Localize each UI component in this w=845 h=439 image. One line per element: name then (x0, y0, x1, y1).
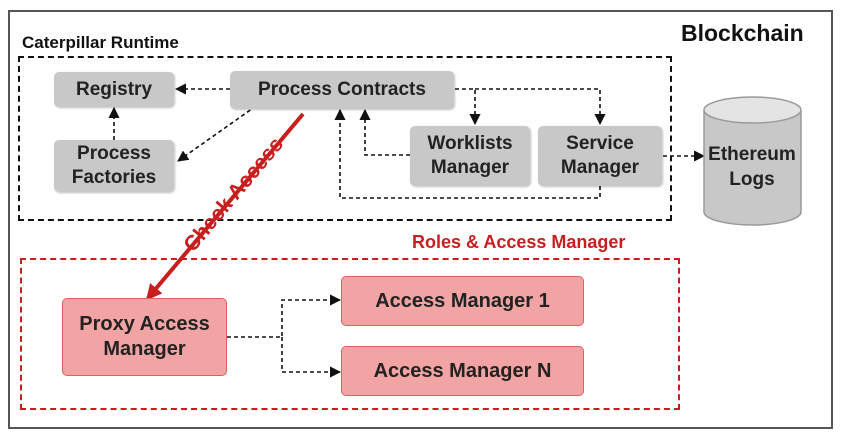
node-process-factories-line-1: Process (77, 143, 151, 165)
node-process-contracts-label: Process Contracts (258, 79, 426, 101)
roles-access-manager-region (20, 258, 680, 410)
node-proxy-access-manager-line-2: Manager (103, 338, 186, 360)
node-registry-label: Registry (75, 78, 153, 100)
node-access-manager-n: Access Manager N (341, 346, 584, 396)
node-service-manager-line-2: Manager (560, 157, 640, 178)
node-service-manager-line-1: Service (566, 133, 634, 155)
node-access-manager-1: Access Manager 1 (341, 276, 584, 326)
caterpillar-runtime-region (18, 56, 672, 221)
caterpillar-runtime-title: Caterpillar Runtime (22, 33, 179, 52)
node-access-manager-n-label: Access Manager N (373, 359, 552, 382)
node-ethereum-logs-line-1: Ethereum (708, 144, 796, 165)
node-registry: Registry (54, 72, 174, 107)
node-ethereum-logs-line-2: Logs (729, 168, 775, 190)
node-access-manager-1-label: Access Manager 1 (375, 289, 550, 312)
node-worklists-manager-line-1: Worklists (427, 133, 513, 155)
node-process-contracts: Process Contracts (230, 71, 454, 109)
blockchain-title: Blockchain (681, 20, 804, 46)
node-process-factories-line-2: Factories (71, 167, 157, 188)
roles-access-manager-title: Roles & Access Manager (412, 232, 626, 252)
node-proxy-access-manager-line-1: Proxy Access (79, 313, 210, 335)
node-worklists-manager-line-2: Manager (430, 157, 510, 178)
